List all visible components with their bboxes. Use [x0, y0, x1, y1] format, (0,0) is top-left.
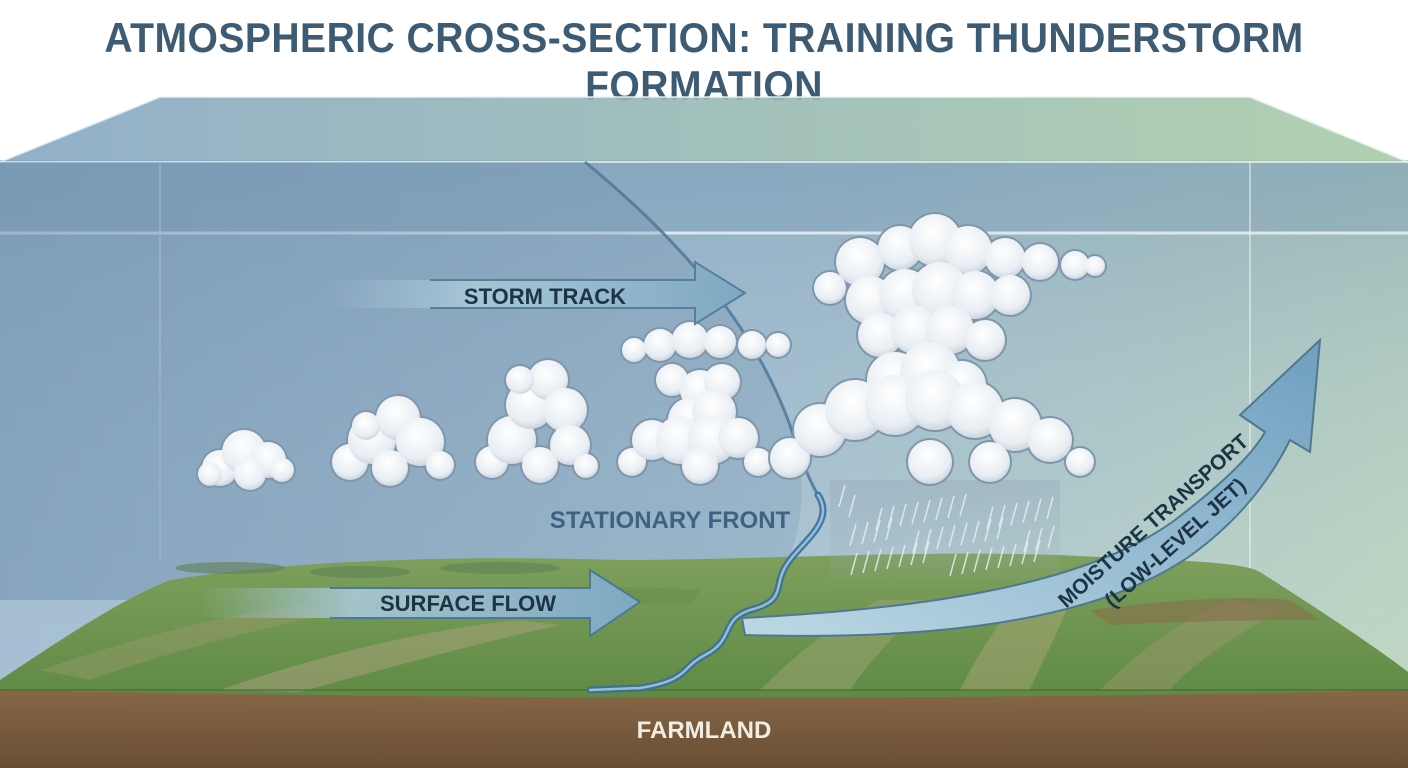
cloud-stage-5 — [768, 212, 1107, 486]
page-title: ATMOSPHERIC CROSS-SECTION: TRAINING THUN… — [104, 14, 1304, 109]
storm-track-label: STORM TRACK — [464, 284, 626, 309]
rain-shaft — [830, 480, 1060, 590]
stationary-front-label: STATIONARY FRONT — [550, 507, 791, 534]
cloud-stage-2 — [330, 394, 456, 488]
farmland-label: FARMLAND — [637, 717, 772, 744]
cloud-stage-4 — [616, 320, 792, 486]
cloud-stage-1 — [196, 428, 296, 492]
surface-flow-label: SURFACE FLOW — [380, 591, 556, 616]
surface-flow-arrow: SURFACE FLOW — [200, 568, 642, 638]
storm-track-arrow: STORM TRACK — [330, 260, 747, 326]
cloud-stage-3 — [474, 358, 600, 485]
